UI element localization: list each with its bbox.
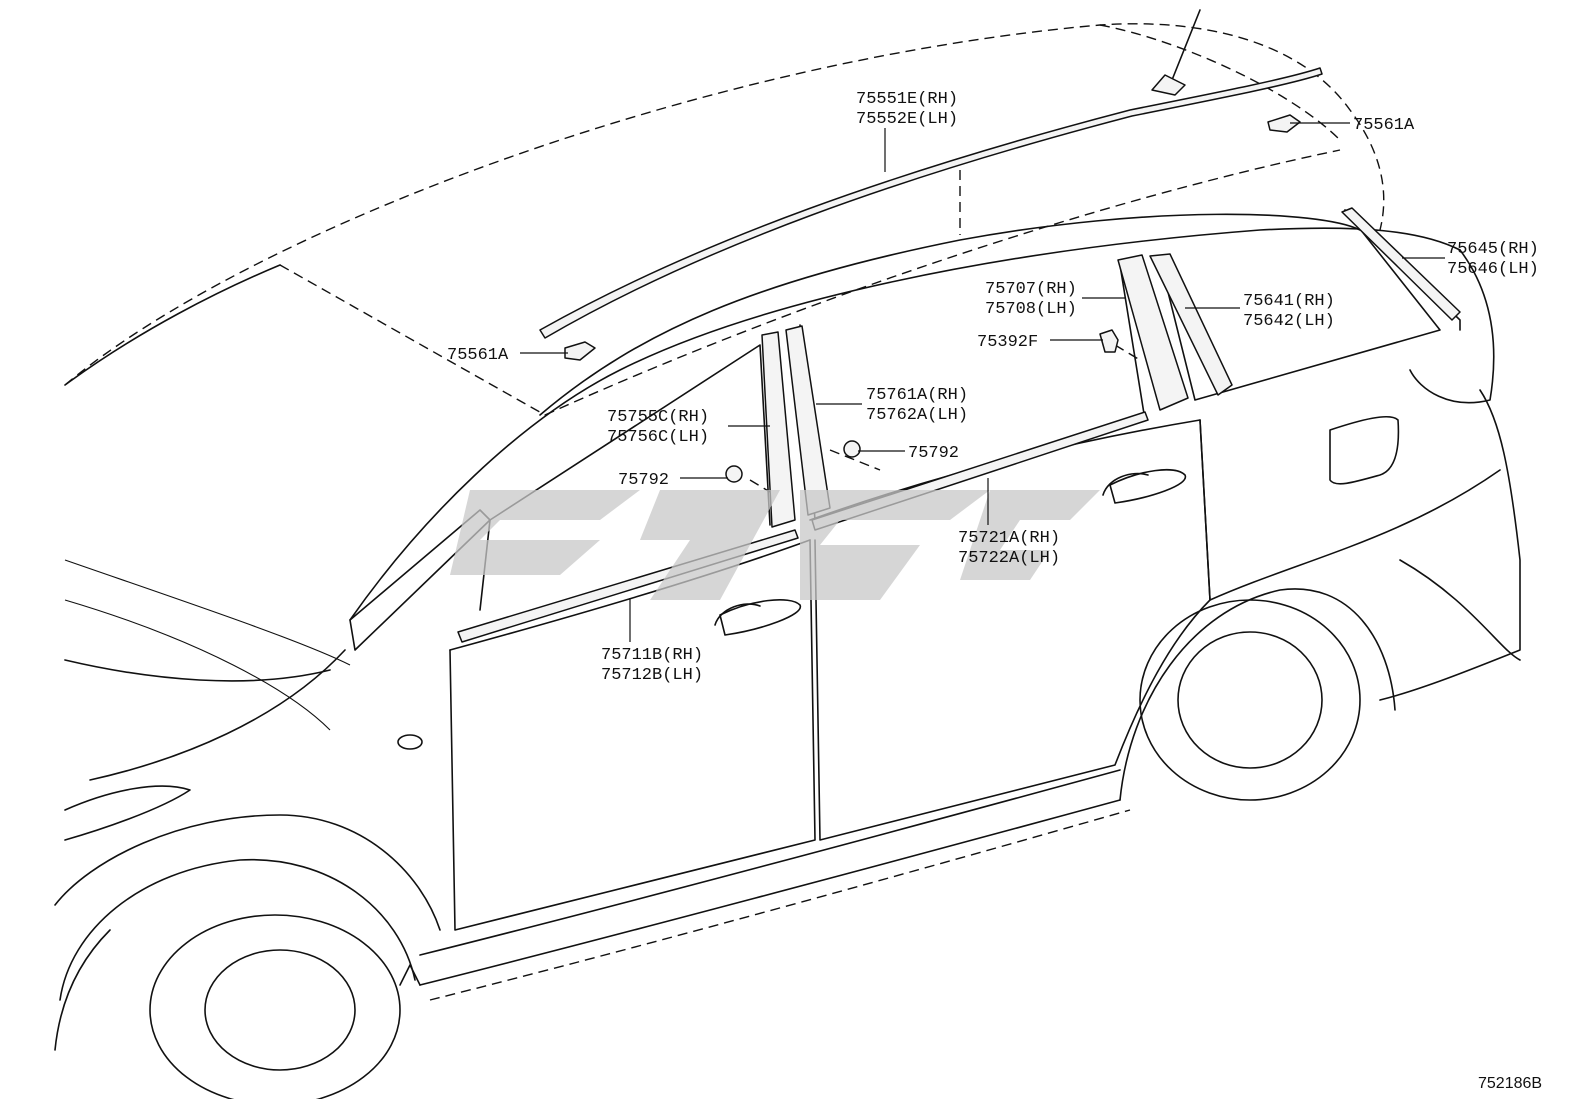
roof-clip-front: [564, 341, 596, 361]
quarter-window-molding: [1341, 207, 1461, 321]
callout-rear-pillar-garnish-rh: 75707(RH): [985, 280, 1077, 299]
callout-roof-clip-front: 75561A: [447, 346, 509, 365]
callout-center-pillar-rear-lh: 75762A(LH): [866, 406, 968, 425]
roof-clip-rear: [1267, 114, 1301, 133]
rear-pillar-garnish: [1117, 254, 1189, 411]
callout-rear-quarter-garnish-rh: 75641(RH): [1243, 292, 1335, 311]
center-pillar-front-garnish: [761, 331, 796, 528]
callout-quarter-window-molding-rh: 75645(RH): [1447, 240, 1539, 259]
callout-clip-75792-right: 75792: [908, 444, 959, 463]
callout-rear-belt-molding-lh: 75722A(LH): [958, 549, 1060, 568]
clip-75792-left: [725, 465, 743, 483]
callout-quarter-window-molding-lh: 75646(LH): [1447, 260, 1539, 279]
callout-clip-75792-left: 75792: [618, 471, 669, 490]
callout-center-pillar-rear-rh: 75761A(RH): [866, 386, 968, 405]
rear-quarter-garnish: [1149, 253, 1233, 396]
callout-rear-pillar-garnish-lh: 75708(LH): [985, 300, 1077, 319]
car-body-outline: [54, 9, 1521, 1099]
clip-75392f: [1099, 329, 1119, 353]
callout-roof-clip-rear: 75561A: [1353, 116, 1415, 135]
callout-center-pillar-front-rh: 75755C(RH): [607, 408, 709, 427]
callout-front-belt-molding-lh: 75712B(LH): [601, 666, 703, 685]
callout-roof-molding-rh: 75551E(RH): [856, 90, 958, 109]
clip-75792-right: [843, 440, 861, 458]
callout-center-pillar-front-lh: 75756C(LH): [607, 428, 709, 447]
leader-lines: [520, 122, 1445, 642]
callout-rear-quarter-garnish-lh: 75642(LH): [1243, 312, 1335, 331]
roof-molding: [539, 67, 1323, 339]
callout-front-belt-molding-rh: 75711B(RH): [601, 646, 703, 665]
callout-rear-belt-molding-rh: 75721A(RH): [958, 529, 1060, 548]
callout-labels: 75551E(RH) 75552E(LH) 75561A 75561A 7564…: [447, 90, 1542, 1092]
diagram-code: 752186B: [1478, 1075, 1542, 1092]
watermark-logo: [450, 490, 1100, 600]
callout-roof-molding-lh: 75552E(LH): [856, 110, 958, 129]
callout-clip-75392f: 75392F: [977, 333, 1038, 352]
